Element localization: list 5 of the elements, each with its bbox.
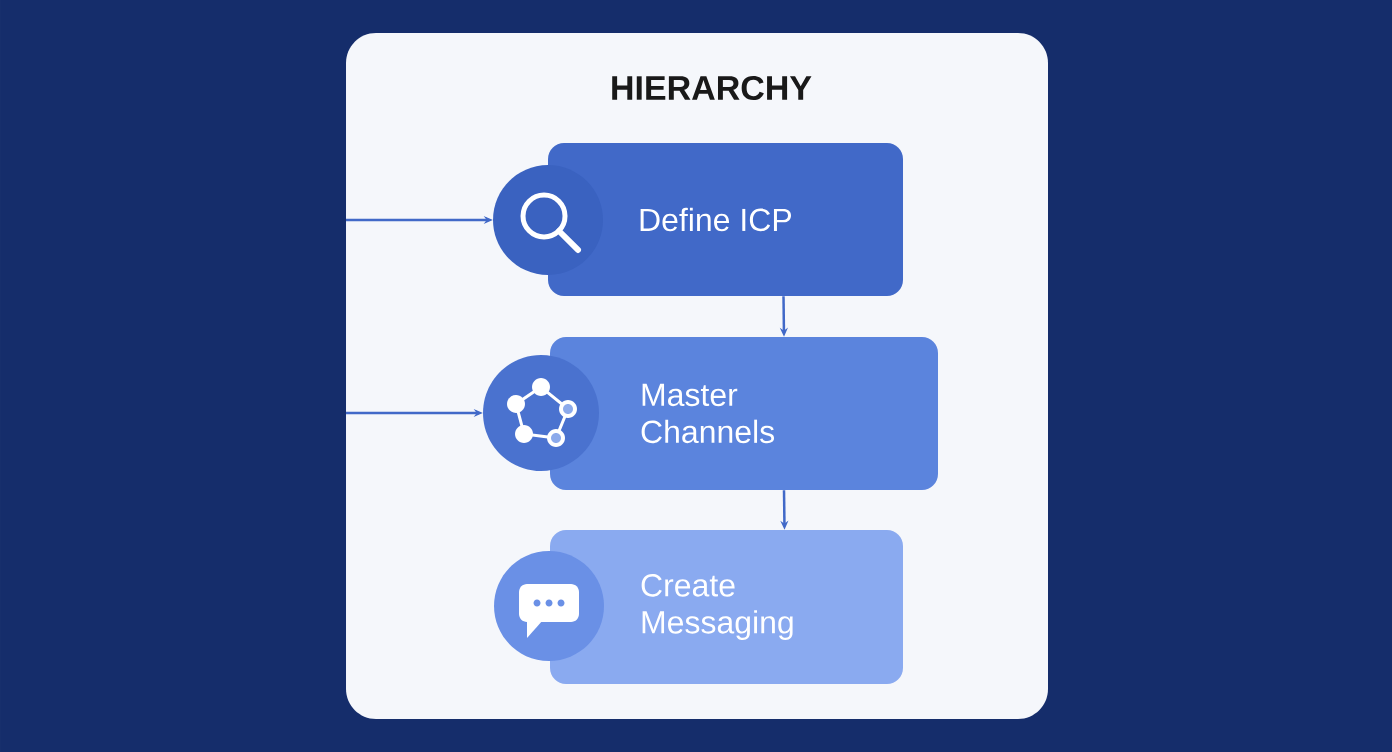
icon-circle [493, 165, 603, 275]
title: HIERARCHY [612, 75, 812, 101]
process-box: Create Messaging [550, 530, 903, 684]
process-box: Master Channels [550, 337, 938, 490]
process-box: Define ICP [548, 143, 903, 296]
